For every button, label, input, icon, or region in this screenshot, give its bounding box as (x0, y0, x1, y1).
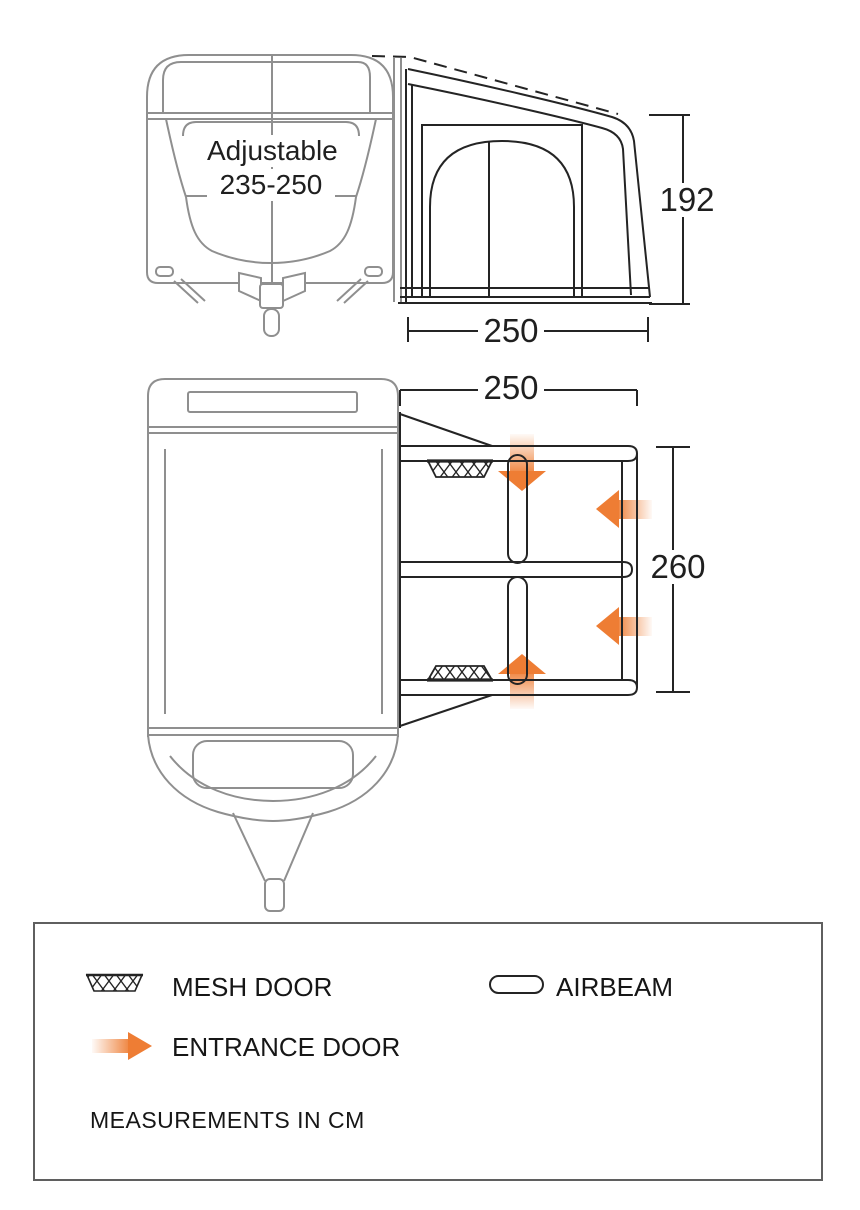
caravan-adjustable-label: Adjustable (207, 135, 338, 167)
awning-plan-view-drawing (399, 412, 639, 728)
mesh-door-icon (85, 973, 144, 992)
mesh-door-bottom (426, 665, 494, 682)
plan-width-dimension-value: 250 (478, 371, 544, 405)
side-door-frame (421, 124, 583, 297)
awning-dimension-drawing (146, 54, 690, 912)
entrance-arrow-right-lower (596, 607, 652, 645)
height-dimension-value: 192 (657, 183, 717, 217)
legend-airbeam-label: AIRBEAM (556, 972, 674, 1002)
caravan-roofline-dashed (371, 55, 619, 115)
airbeam-icon (489, 975, 544, 994)
airbeam-middle-tube (400, 561, 634, 578)
depth-dimension-value: 250 (478, 314, 544, 348)
entrance-arrow-top (498, 434, 546, 491)
legend-box: MESH DOOR AIRBEAM ENTRANCE DOOR MEASUREM… (33, 922, 823, 1181)
measurements-note: MEASUREMENTS IN CM (90, 1107, 365, 1133)
entrance-arrow-bottom (498, 654, 546, 709)
entrance-arrow-right-upper (596, 490, 652, 528)
side-door-arch (429, 139, 575, 297)
plan-length-dimension-value: 260 (645, 550, 711, 584)
entrance-door-arrows (498, 434, 652, 709)
airbeam-vertical-upper (507, 454, 528, 564)
mesh-door-top (426, 459, 494, 478)
legend-mesh-door-label: MESH DOOR (172, 972, 333, 1002)
airbeam-vertical-lower (507, 576, 528, 685)
caravan-adjustable-range: 235-250 (211, 169, 331, 201)
airbeam-side-wall (621, 453, 638, 688)
awning-side-view-drawing (371, 55, 652, 304)
caravan-plan-view-drawing (147, 378, 399, 912)
legend-entrance-door-label: ENTRANCE DOOR (172, 1032, 401, 1062)
entrance-door-icon (92, 1032, 152, 1060)
